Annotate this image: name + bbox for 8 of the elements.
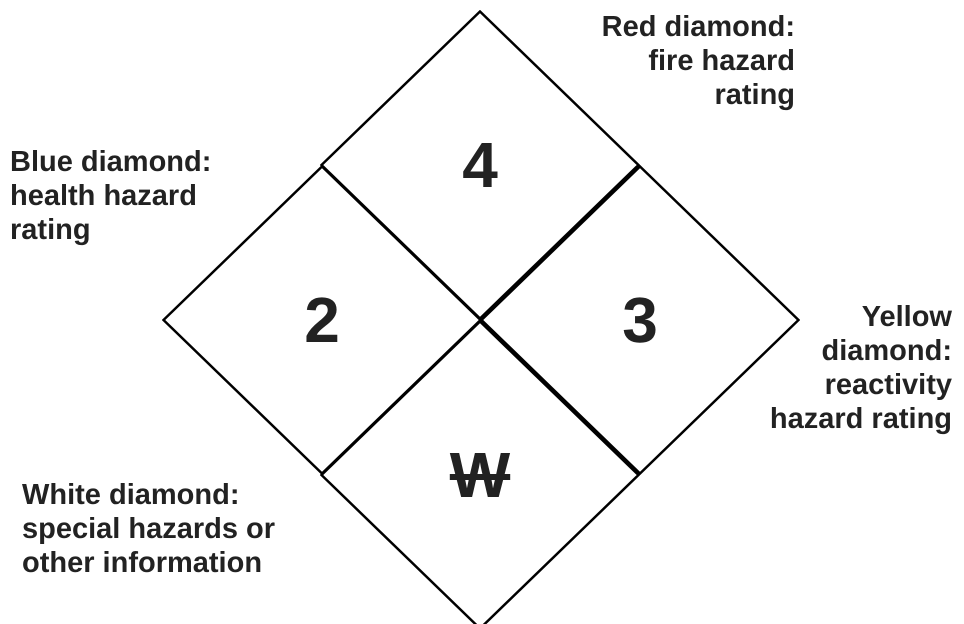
special-hazard-symbol: W [450, 443, 510, 507]
rating-number: 2 [304, 288, 340, 352]
rating-number: 3 [622, 288, 658, 352]
description-label: Yellow diamond: reactivity hazard rating [768, 300, 952, 436]
description-label: White diamond: special hazards or other information [22, 478, 276, 580]
description-label: Red diamond: fire hazard rating [600, 10, 795, 112]
description-label: Blue diamond: health hazard rating [10, 145, 212, 247]
rating-number: 4 [462, 133, 498, 197]
